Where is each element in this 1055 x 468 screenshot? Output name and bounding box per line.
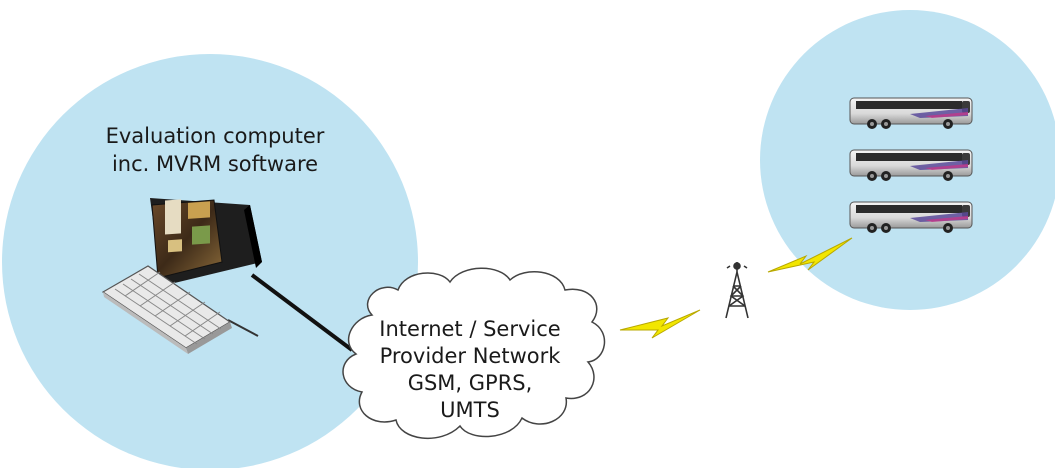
network-cable xyxy=(250,273,354,352)
network-label-line1: Internet / Service xyxy=(379,317,561,341)
bus-icon xyxy=(849,97,973,130)
network-label: Internet / Service Provider Network GSM,… xyxy=(360,316,580,424)
cloud-icon xyxy=(342,267,606,440)
computer-label-line2: inc. MVRM software xyxy=(111,152,319,176)
keyboard-icon xyxy=(101,265,232,354)
computer-label: Evaluation computer inc. MVRM software xyxy=(60,122,370,178)
network-label-line2: Provider Network xyxy=(379,344,561,368)
network-label-line4: UMTS xyxy=(440,398,500,422)
computer-label-line1: Evaluation computer xyxy=(105,124,325,148)
network-label-line3: GSM, GPRS, xyxy=(407,371,533,395)
antenna-tower-icon xyxy=(725,262,749,319)
keyboard-cable xyxy=(227,319,259,337)
bus-icon xyxy=(849,149,973,182)
lightning-icon xyxy=(767,237,853,273)
computer-icon xyxy=(150,198,262,286)
bus-icon xyxy=(849,201,973,234)
lightning-icon xyxy=(619,309,701,339)
